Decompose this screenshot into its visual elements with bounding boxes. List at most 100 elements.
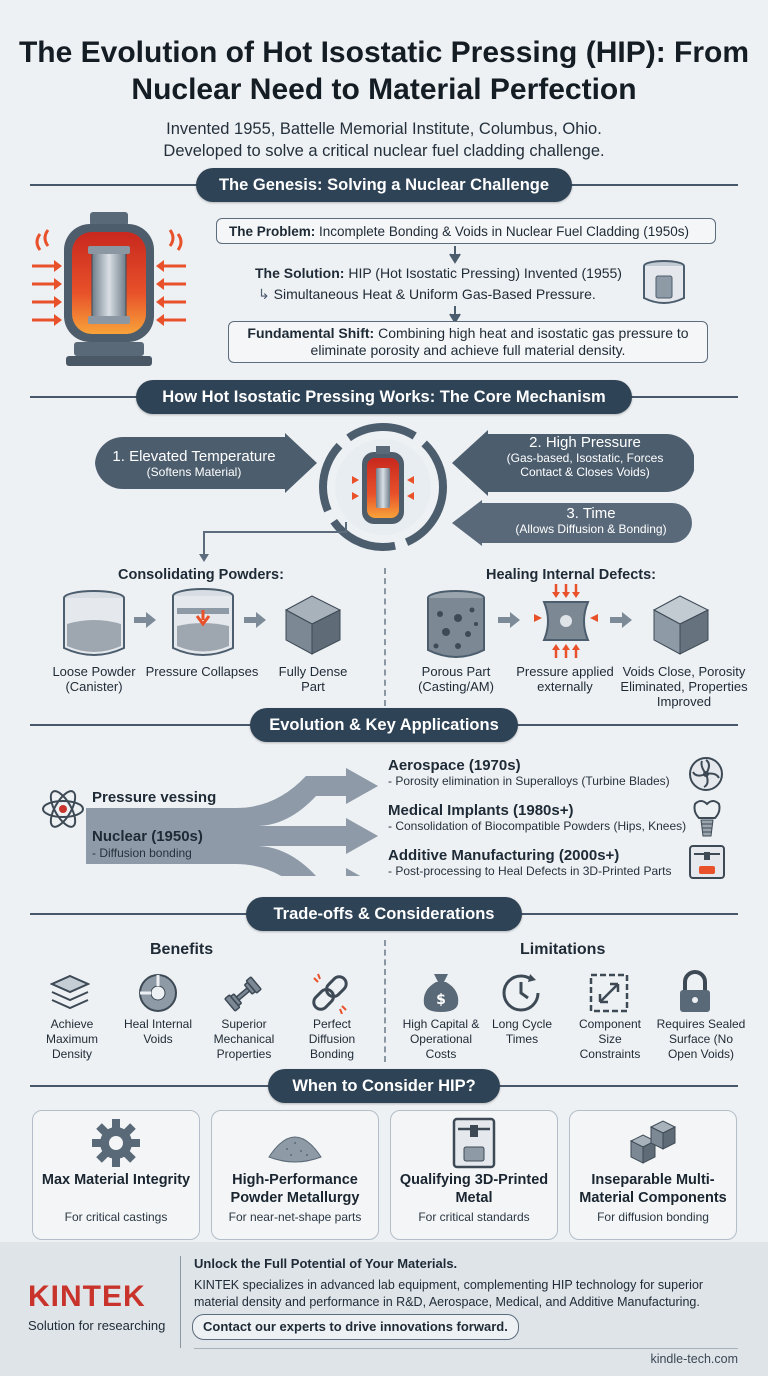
powder-step-1: Loose Powder (Canister) [52, 664, 136, 694]
atom-icon [42, 790, 84, 828]
canister-icon [643, 260, 685, 304]
pressure-collapses-icon [172, 588, 234, 656]
branch-additive: Additive Manufacturing (2000s+) - Post-p… [388, 847, 672, 878]
external-pressure-icon [534, 584, 598, 658]
healed-cube-icon [652, 595, 710, 655]
defect-step-3: Voids Close, Porosity Eliminated, Proper… [620, 664, 748, 709]
solution-label: The Solution: [255, 265, 345, 281]
benefit-1: Achieve Maximum Density [45, 1017, 98, 1061]
divider-dashed [384, 940, 386, 1062]
right-arrow-icon [498, 612, 520, 628]
gear-icon [92, 1119, 140, 1167]
porous-part-icon [427, 590, 485, 658]
consider-card-integrity: Max Material Integrity For critical cast… [32, 1110, 200, 1240]
consider-card-multi-material: Inseparable Multi-Material Components Fo… [569, 1110, 737, 1240]
svg-text:$: $ [436, 992, 446, 1008]
section-heading-evolution: Evolution & Key Applications [250, 708, 518, 742]
shift-label: Fundamental Shift: [247, 325, 375, 341]
powder-step-2: Pressure Collapses [145, 664, 259, 679]
benefit-4: Perfect Diffusion Bonding [308, 1017, 356, 1061]
footer: KINTEK Solution for researching Unlock t… [0, 1242, 768, 1376]
layers-icon [50, 974, 90, 1010]
powders-heading: Consolidating Powders: [118, 567, 284, 583]
powder-pile-icon [268, 1136, 322, 1163]
page-title: The Evolution of Hot Isostatic Pressing … [18, 36, 750, 106]
defect-step-1: Porous Part (Casting/AM) [418, 664, 494, 694]
pressure-label: 2. High Pressure (Gas-based, Isostatic, … [506, 434, 664, 479]
hip-vessel-icon [32, 212, 186, 366]
down-arrow-icon [449, 246, 461, 264]
turbine-icon [689, 757, 723, 791]
money-bag-icon: $ [423, 974, 459, 1012]
section-heading-consider: When to Consider HIP? [268, 1069, 500, 1103]
defect-step-2: Pressure applied externally [516, 664, 614, 694]
footer-rule [194, 1348, 738, 1349]
dental-implant-icon [693, 800, 721, 837]
consider-card-powder: High-Performance Powder Metallurgy For n… [211, 1110, 379, 1240]
pressure-arrow [452, 430, 694, 496]
defects-heading: Healing Internal Defects: [486, 567, 657, 583]
card-sub: For diffusion bonding [597, 1210, 709, 1224]
3d-printer-icon [452, 1117, 496, 1169]
solution-text: HIP (Hot Isostatic Pressing) Invented (1… [348, 265, 622, 281]
brand-logo: KINTEK [28, 1280, 146, 1313]
size-constraint-icon [589, 973, 629, 1013]
temperature-label: 1. Elevated Temperature (Softens Materia… [112, 448, 276, 479]
benefit-3: Superior Mechanical Properties [213, 1017, 275, 1061]
time-arrow [452, 500, 692, 546]
subtitle-line-2: Developed to solve a critical nuclear fu… [163, 142, 605, 160]
brand-tagline: Solution for researching [28, 1318, 166, 1333]
card-title: Max Material Integrity [41, 1172, 191, 1188]
subtitle-line-1: Invented 1955, Battelle Memorial Institu… [166, 120, 602, 138]
divider-dashed [384, 568, 386, 706]
heal-voids-icon [139, 974, 177, 1012]
benefit-2: Heal Internal Voids [123, 1017, 193, 1046]
section-heading-mechanism: How Hot Isostatic Pressing Works: The Co… [136, 380, 632, 414]
dumbbell-icon [224, 976, 262, 1012]
branch-medical: Medical Implants (1980s+) - Consolidatio… [388, 802, 687, 833]
trunk-label: Pressure vessing [92, 789, 217, 806]
loose-powder-canister-icon [63, 590, 125, 656]
right-arrow-icon [244, 612, 266, 628]
right-arrow-icon [610, 612, 632, 628]
branch-arrows [86, 768, 378, 876]
card-title: Qualifying 3D-Printed Metal [399, 1172, 549, 1206]
core-vessel-icon [319, 423, 447, 551]
clock-cycle-icon [502, 974, 540, 1012]
connector-arrow [199, 522, 347, 562]
footer-headline: Unlock the Full Potential of Your Materi… [194, 1256, 458, 1271]
limitation-4: Requires Sealed Surface (No Open Voids) [656, 1017, 746, 1061]
limitation-2: Long Cycle Times [491, 1017, 553, 1046]
section-heading-genesis: The Genesis: Solving a Nuclear Challenge [196, 168, 572, 202]
limitations-heading: Limitations [520, 941, 606, 958]
shift-text: Combining high heat and isostatic gas pr… [310, 325, 689, 358]
dense-cube-icon [284, 595, 342, 655]
origin-sub: - Diffusion bonding [92, 846, 192, 860]
return-arrow-icon: ↳ [258, 286, 270, 302]
temperature-arrow [95, 433, 317, 493]
contact-cta-button[interactable]: Contact our experts to drive innovations… [192, 1314, 519, 1340]
card-sub: For near-net-shape parts [228, 1210, 362, 1224]
site-url-link[interactable]: kindle-tech.com [650, 1352, 738, 1366]
card-title: High-Performance Powder Metallurgy [230, 1172, 360, 1206]
branch-aerospace: Aerospace (1970s) - Porosity elimination… [388, 757, 670, 788]
section-heading-tradeoffs: Trade-offs & Considerations [246, 897, 522, 931]
origin-title: Nuclear (1950s) [92, 828, 203, 845]
card-sub: For critical castings [64, 1210, 168, 1224]
card-title: Inseparable Multi-Material Components [579, 1172, 727, 1206]
padlock-icon [680, 970, 710, 1012]
solution-block: The Solution: HIP (Hot Isostatic Pressin… [255, 264, 635, 282]
limitation-1: High Capital & Operational Costs [402, 1017, 480, 1061]
problem-text: Incomplete Bonding & Voids in Nuclear Fu… [319, 224, 689, 239]
right-arrow-icon [134, 612, 156, 628]
card-sub: For critical standards [418, 1210, 530, 1224]
consider-card-3d-printed: Qualifying 3D-Printed Metal For critical… [390, 1110, 558, 1240]
problem-box: The Problem: Incomplete Bonding & Voids … [216, 218, 716, 244]
powder-step-3: Fully Dense Part [278, 664, 348, 694]
footer-divider [180, 1256, 181, 1348]
limitation-3: Component Size Constraints [578, 1017, 642, 1061]
bonded-blocks-icon [629, 1120, 677, 1164]
subtitle: Invented 1955, Battelle Memorial Institu… [0, 118, 768, 162]
solution-sub: ↳ Simultaneous Heat & Uniform Gas-Based … [258, 286, 596, 302]
3d-printer-icon [689, 845, 725, 879]
